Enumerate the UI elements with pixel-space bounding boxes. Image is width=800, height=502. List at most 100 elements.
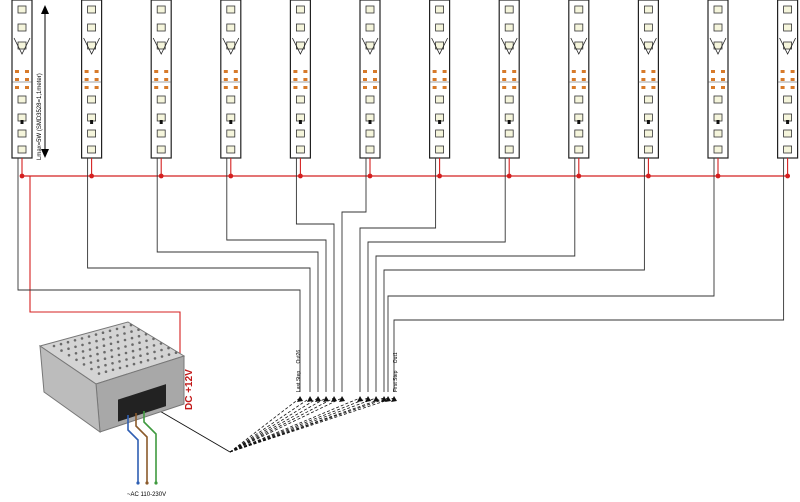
led-chip [644,145,653,154]
last-step-label: Last Step Out26 [296,350,302,392]
vent-hole [153,350,156,354]
vent-hole [81,350,85,353]
copper-pad [233,78,238,81]
led-chip [574,23,584,32]
copper-pad [293,78,298,81]
copper-pad [154,78,159,81]
led-chip [504,129,514,138]
led-strip [11,0,33,159]
vent-hole [146,352,149,356]
copper-pad [373,70,377,73]
copper-pad [363,86,367,89]
resistor [577,120,581,124]
fan-arrowhead [315,396,321,402]
vent-hole [90,367,93,371]
led-chip [226,23,236,32]
led-strip [150,0,172,159]
copper-pad [641,70,646,73]
data-wires [17,158,785,392]
vent-hole [124,351,128,355]
output-fan-arrows [157,396,397,453]
bus-node [715,173,721,179]
connector-clip [500,37,518,55]
copper-pad [164,78,169,81]
vent-hole [52,344,56,348]
led-strip [707,0,729,159]
vent-hole [104,363,107,367]
data-wire [341,158,367,392]
power-bus-wire [19,158,790,388]
led-chip [295,23,305,32]
first-step-label: First Step Out1 [393,352,399,392]
connector-clip [361,37,379,55]
led-chip [87,23,96,32]
vent-hole [60,349,63,352]
copper-pad [223,78,228,81]
vent-hole [97,365,100,369]
vent-hole [131,349,135,353]
out1-text: Out1 [393,352,399,363]
data-wire [295,158,335,392]
vent-hole [138,341,141,345]
copper-pad [512,86,517,89]
led-chip [435,5,445,14]
copper-pad [303,78,308,81]
first-step-text: First Step [393,370,399,392]
vent-hole [110,355,114,359]
vent-hole [66,340,70,344]
led-chip [435,23,445,32]
copper-pad [711,78,715,81]
led-chip [365,95,375,104]
led-chip [783,5,792,14]
connector-clip [152,37,170,55]
vent-hole [59,342,63,346]
led-strip [359,0,381,159]
copper-pad [721,70,725,73]
data-wire [359,158,437,392]
resistor [159,120,163,124]
led-chip [783,129,792,138]
led-chip [644,129,653,138]
copper-pad [651,86,656,89]
bus-node [437,173,442,179]
vent-hole [73,339,77,342]
vent-hole [138,347,142,351]
led-strip [80,0,103,159]
resistor [716,120,720,124]
vent-hole [95,339,98,343]
led-chip [574,113,584,122]
led-chip [783,113,792,122]
copper-pad [373,78,377,81]
fan-arrowhead [357,396,363,402]
data-wire [375,158,576,392]
copper-pad [711,86,715,89]
vent-hole [96,352,99,356]
copper-pad [780,70,785,73]
copper-pad [432,70,437,73]
copper-pad [711,70,715,73]
vent-hole [123,332,126,335]
vent-hole [137,334,141,338]
led-chip [226,5,236,14]
data-wire [87,158,311,392]
copper-pad [94,70,99,73]
led-chip [365,113,375,122]
led-chip [87,129,96,138]
ac-label: ~AC 110-230V [127,492,166,498]
led-chip [644,5,653,14]
copper-pad [571,78,576,81]
vent-hole [159,342,163,345]
copper-pad [442,78,447,81]
vent-hole [97,372,101,375]
fan-line [229,397,301,453]
bus-node [19,173,25,179]
vent-hole [152,337,155,341]
fan-arrowhead [323,396,329,402]
fan-line [229,397,385,453]
copper-pad [442,86,447,89]
bus-node [646,173,651,179]
copper-pad [363,78,367,81]
resistor [90,120,94,124]
vent-hole [95,346,99,349]
vent-hole [118,360,121,363]
